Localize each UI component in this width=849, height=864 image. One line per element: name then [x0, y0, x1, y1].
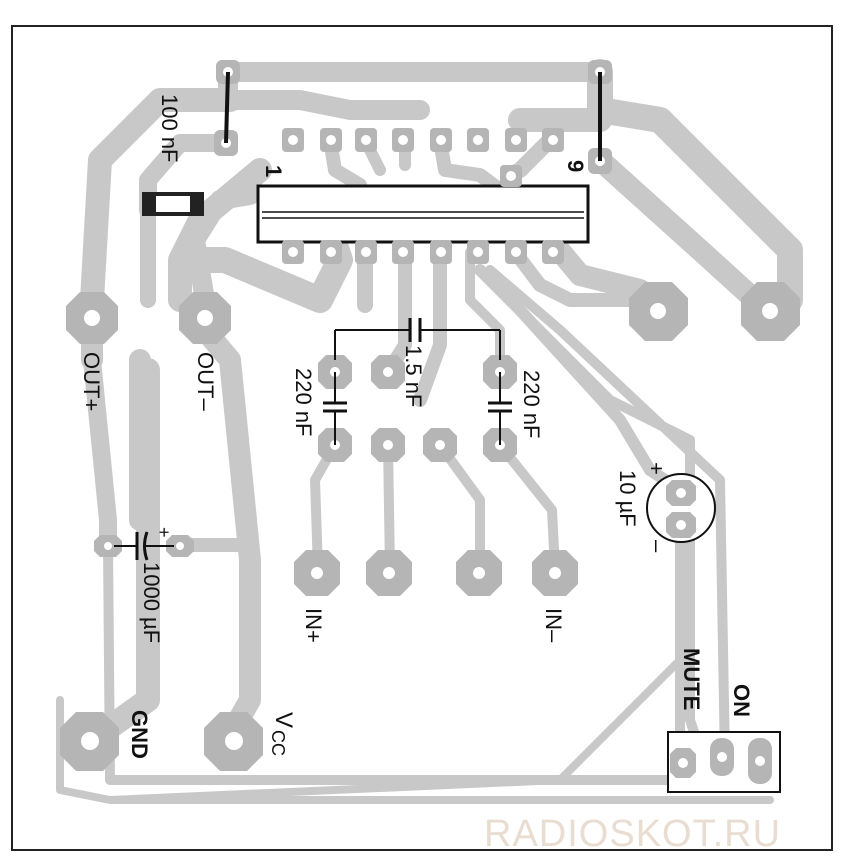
copper-traces — [56, 59, 803, 804]
ic-pad — [430, 128, 452, 152]
label-cap-10uf-plus: + — [644, 462, 669, 475]
label-gnd: GND — [127, 710, 152, 759]
ic-pad — [467, 240, 489, 264]
ic-pad — [542, 240, 564, 264]
ic-pad — [505, 128, 527, 152]
ic-pads-top — [282, 128, 564, 152]
pad-in-3 — [456, 550, 502, 596]
jumper-left — [214, 60, 240, 156]
label-out-plus: OUT+ — [79, 352, 104, 411]
ic-package — [256, 184, 590, 244]
ic-pad — [542, 128, 564, 152]
pad-out-plus — [66, 292, 118, 344]
cap-pads-lower — [318, 428, 517, 462]
cap-1000uf — [94, 531, 194, 561]
cap-1-5nf-symbol — [334, 318, 501, 360]
cap-220nf-right-symbol — [488, 372, 512, 445]
pad-speaker-1 — [629, 282, 688, 341]
label-cap-1000uf-plus: + — [154, 527, 174, 538]
label-in-minus: IN– — [541, 608, 566, 643]
ic-pad — [430, 240, 452, 264]
ic-pad — [320, 240, 342, 264]
label-cap-220nf-right: 220 nF — [519, 370, 544, 439]
label-in-plus: IN+ — [301, 608, 326, 643]
watermark: RADIOSKOT.RU — [484, 813, 781, 855]
ic-pad — [392, 240, 414, 264]
ic-pad — [355, 128, 377, 152]
cap-220nf-left-symbol — [323, 372, 347, 445]
label-cap-1000uf-value: 1000 µF — [139, 562, 164, 643]
label-cap-1-5nf: 1.5 nF — [401, 345, 426, 407]
pad-in-minus — [532, 550, 578, 596]
ic-pad — [320, 128, 342, 152]
ic-pad — [282, 128, 304, 152]
pad-out-minus — [179, 292, 231, 344]
pad-in-2 — [366, 550, 412, 596]
label-cap-220nf-left: 220 nF — [291, 368, 316, 437]
pad-vcc — [204, 712, 263, 771]
jumper-right — [588, 60, 612, 174]
label-on: ON — [729, 684, 754, 717]
label-cap-10uf-value: 10 µF — [615, 470, 640, 527]
cap-10uf — [646, 473, 716, 543]
ic-pad — [392, 128, 414, 152]
pad-in-plus — [294, 550, 340, 596]
label-vcc-cc: CC — [268, 730, 288, 756]
via-pad — [500, 165, 522, 187]
label-cap-100nf: 100 nF — [157, 94, 182, 163]
ic-pad — [467, 128, 489, 152]
pad-speaker-2 — [741, 282, 800, 341]
cap-pads-upper — [318, 355, 517, 389]
ic-pad — [505, 240, 527, 264]
label-ic-pin9: 9 — [563, 160, 588, 172]
label-cap-10uf-minus: – — [645, 540, 670, 553]
cap-100nf — [142, 192, 204, 216]
ic-pad — [282, 240, 304, 264]
label-out-minus: OUT– — [193, 352, 218, 411]
pad-gnd — [60, 712, 119, 771]
label-mute: MUTE — [679, 648, 704, 710]
label-vcc-v: V — [270, 712, 297, 728]
label-ic-pin1: 1 — [261, 165, 286, 177]
ic-pad — [355, 240, 377, 264]
mute-switch — [667, 731, 781, 793]
ic-pads-bottom — [282, 240, 564, 264]
